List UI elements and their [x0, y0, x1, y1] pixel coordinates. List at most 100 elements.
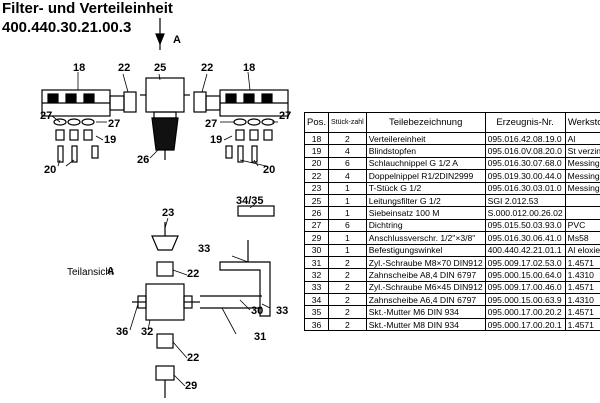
- filter-25: [140, 77, 190, 160]
- callout-18-left: 18: [73, 62, 86, 74]
- cell-nr: 095.000.15.00.64.0: [484, 268, 566, 282]
- cell-stk: 6: [328, 156, 367, 171]
- cell-pos: 25: [303, 193, 330, 208]
- cell-stk: 1: [328, 193, 367, 208]
- cell-stk: 1: [328, 243, 367, 257]
- cell-bez: Anschlussverschr. 1/2"×3/8": [365, 231, 486, 245]
- cell-pos: 35: [303, 305, 330, 319]
- part-number: 400.440.30.21.00.3: [2, 19, 132, 36]
- callout-32: 32: [141, 326, 154, 338]
- callout-19-left: 19: [104, 134, 117, 146]
- callout-27-d: 27: [279, 110, 292, 122]
- view-arrow-label: A: [173, 34, 181, 46]
- plugs-left: [55, 129, 99, 163]
- cell-bez: Schlauchnippel G 1/2 A: [365, 156, 486, 171]
- cell-pos: 22: [303, 169, 330, 183]
- cell-nr: 095.019.30.00.44.0: [484, 169, 566, 183]
- cell-ws: St verzinkt: [564, 144, 600, 158]
- cell-bez: Dichtring: [365, 218, 486, 233]
- cell-pos: 31: [303, 255, 330, 270]
- cell-bez: Zahnscheibe A6,4 DIN 6797: [365, 293, 486, 307]
- cell-bez: Leitungsfilter G 1/2: [365, 193, 486, 208]
- cell-nr: 095.009.17.02.53.0: [484, 255, 566, 270]
- header-bez: Teilebezeichnung: [365, 112, 486, 133]
- callout-36: 36: [116, 326, 129, 338]
- cell-pos: 33: [303, 280, 330, 295]
- callout-22-side-top: 22: [187, 268, 200, 280]
- cell-pos: 26: [303, 206, 330, 220]
- tee-23: [151, 222, 179, 251]
- header-nr: Erzeugnis-Nr.: [484, 112, 566, 133]
- gaskets-27-left: [53, 118, 95, 126]
- nipple-22-right: [193, 91, 207, 113]
- cell-nr: 095.016.30.07.68.0: [484, 156, 566, 171]
- callout-27-b: 27: [108, 118, 121, 130]
- cell-ws: 1.4310: [564, 293, 600, 307]
- cell-ws: 1.4571: [564, 255, 600, 270]
- cell-ws: 1.4571: [564, 305, 600, 319]
- cell-ws: 1.4310: [564, 268, 600, 282]
- callout-25: 25: [154, 62, 167, 74]
- cell-nr: 400.440.42.21.01.1: [484, 243, 566, 257]
- document-title: Filter- und Verteileinheit: [2, 0, 173, 17]
- cell-ws: 1.4571: [564, 317, 600, 332]
- leader-lines: [51, 71, 278, 387]
- cell-bez: Doppelnippel R1/2DIN2999: [365, 169, 486, 183]
- callout-27-a: 27: [40, 110, 53, 122]
- connector-29: [155, 365, 175, 398]
- callout-27-c: 27: [205, 118, 218, 130]
- callout-30: 30: [251, 305, 264, 317]
- cell-pos: 34: [303, 293, 330, 307]
- plugs-right: [225, 129, 273, 163]
- cell-pos: 19: [303, 144, 330, 158]
- cell-ws: Messing: [564, 156, 600, 171]
- cell-pos: 18: [303, 131, 330, 146]
- callout-22-top-left: 22: [118, 62, 131, 74]
- callout-18-right: 18: [243, 62, 256, 74]
- cell-stk: 2: [328, 280, 367, 295]
- callout-29: 29: [185, 380, 198, 392]
- side-view-caption: Teilansicht: [67, 267, 114, 278]
- cell-stk: 2: [328, 305, 367, 319]
- cell-nr: 095.000.17.00.20.2: [484, 305, 566, 319]
- cell-pos: 20: [303, 156, 330, 171]
- cell-nr: S.000.012.00.26.02: [484, 206, 566, 220]
- cell-pos: 30: [303, 243, 330, 257]
- cell-stk: 2: [328, 268, 367, 282]
- callout-31: 31: [254, 331, 267, 343]
- callout-20-left: 20: [44, 164, 57, 176]
- cell-ws: [564, 206, 600, 220]
- cell-bez: Zyl.-Schraube M6×45 DIN912: [365, 280, 486, 295]
- cell-bez: Blindstopfen: [365, 144, 486, 158]
- view-arrowhead: [155, 33, 165, 46]
- cell-nr: 095.016.0V.08.20.0: [484, 144, 566, 158]
- cell-pos: 23: [303, 181, 330, 195]
- cell-stk: 2: [328, 293, 367, 307]
- cell-bez: Skt.-Mutter M6 DIN 934: [365, 305, 486, 319]
- cell-stk: 2: [328, 317, 367, 332]
- filter-body-side: [132, 283, 200, 321]
- cell-ws: 1.4571: [564, 280, 600, 295]
- cell-stk: 1: [328, 231, 367, 245]
- cell-nr: 095.016.30.06.41.0: [484, 231, 566, 245]
- cell-stk: 4: [328, 144, 367, 158]
- cell-stk: 2: [328, 255, 367, 270]
- cell-bez: Skt.-Mutter M8 DIN 934: [365, 317, 486, 332]
- cell-bez: T-Stück G 1/2: [365, 181, 486, 195]
- cell-ws: Ms58: [564, 231, 600, 245]
- callout-34-35: 34/35: [236, 195, 264, 207]
- callout-19-right: 19: [210, 134, 223, 146]
- nipple-22-side-bottom: [156, 333, 174, 349]
- parts-list-header: Pos. Stück-zahl Teilebezeichnung Erzeugn…: [303, 112, 600, 133]
- cell-nr: 095.000.17.00.20.1: [484, 317, 566, 332]
